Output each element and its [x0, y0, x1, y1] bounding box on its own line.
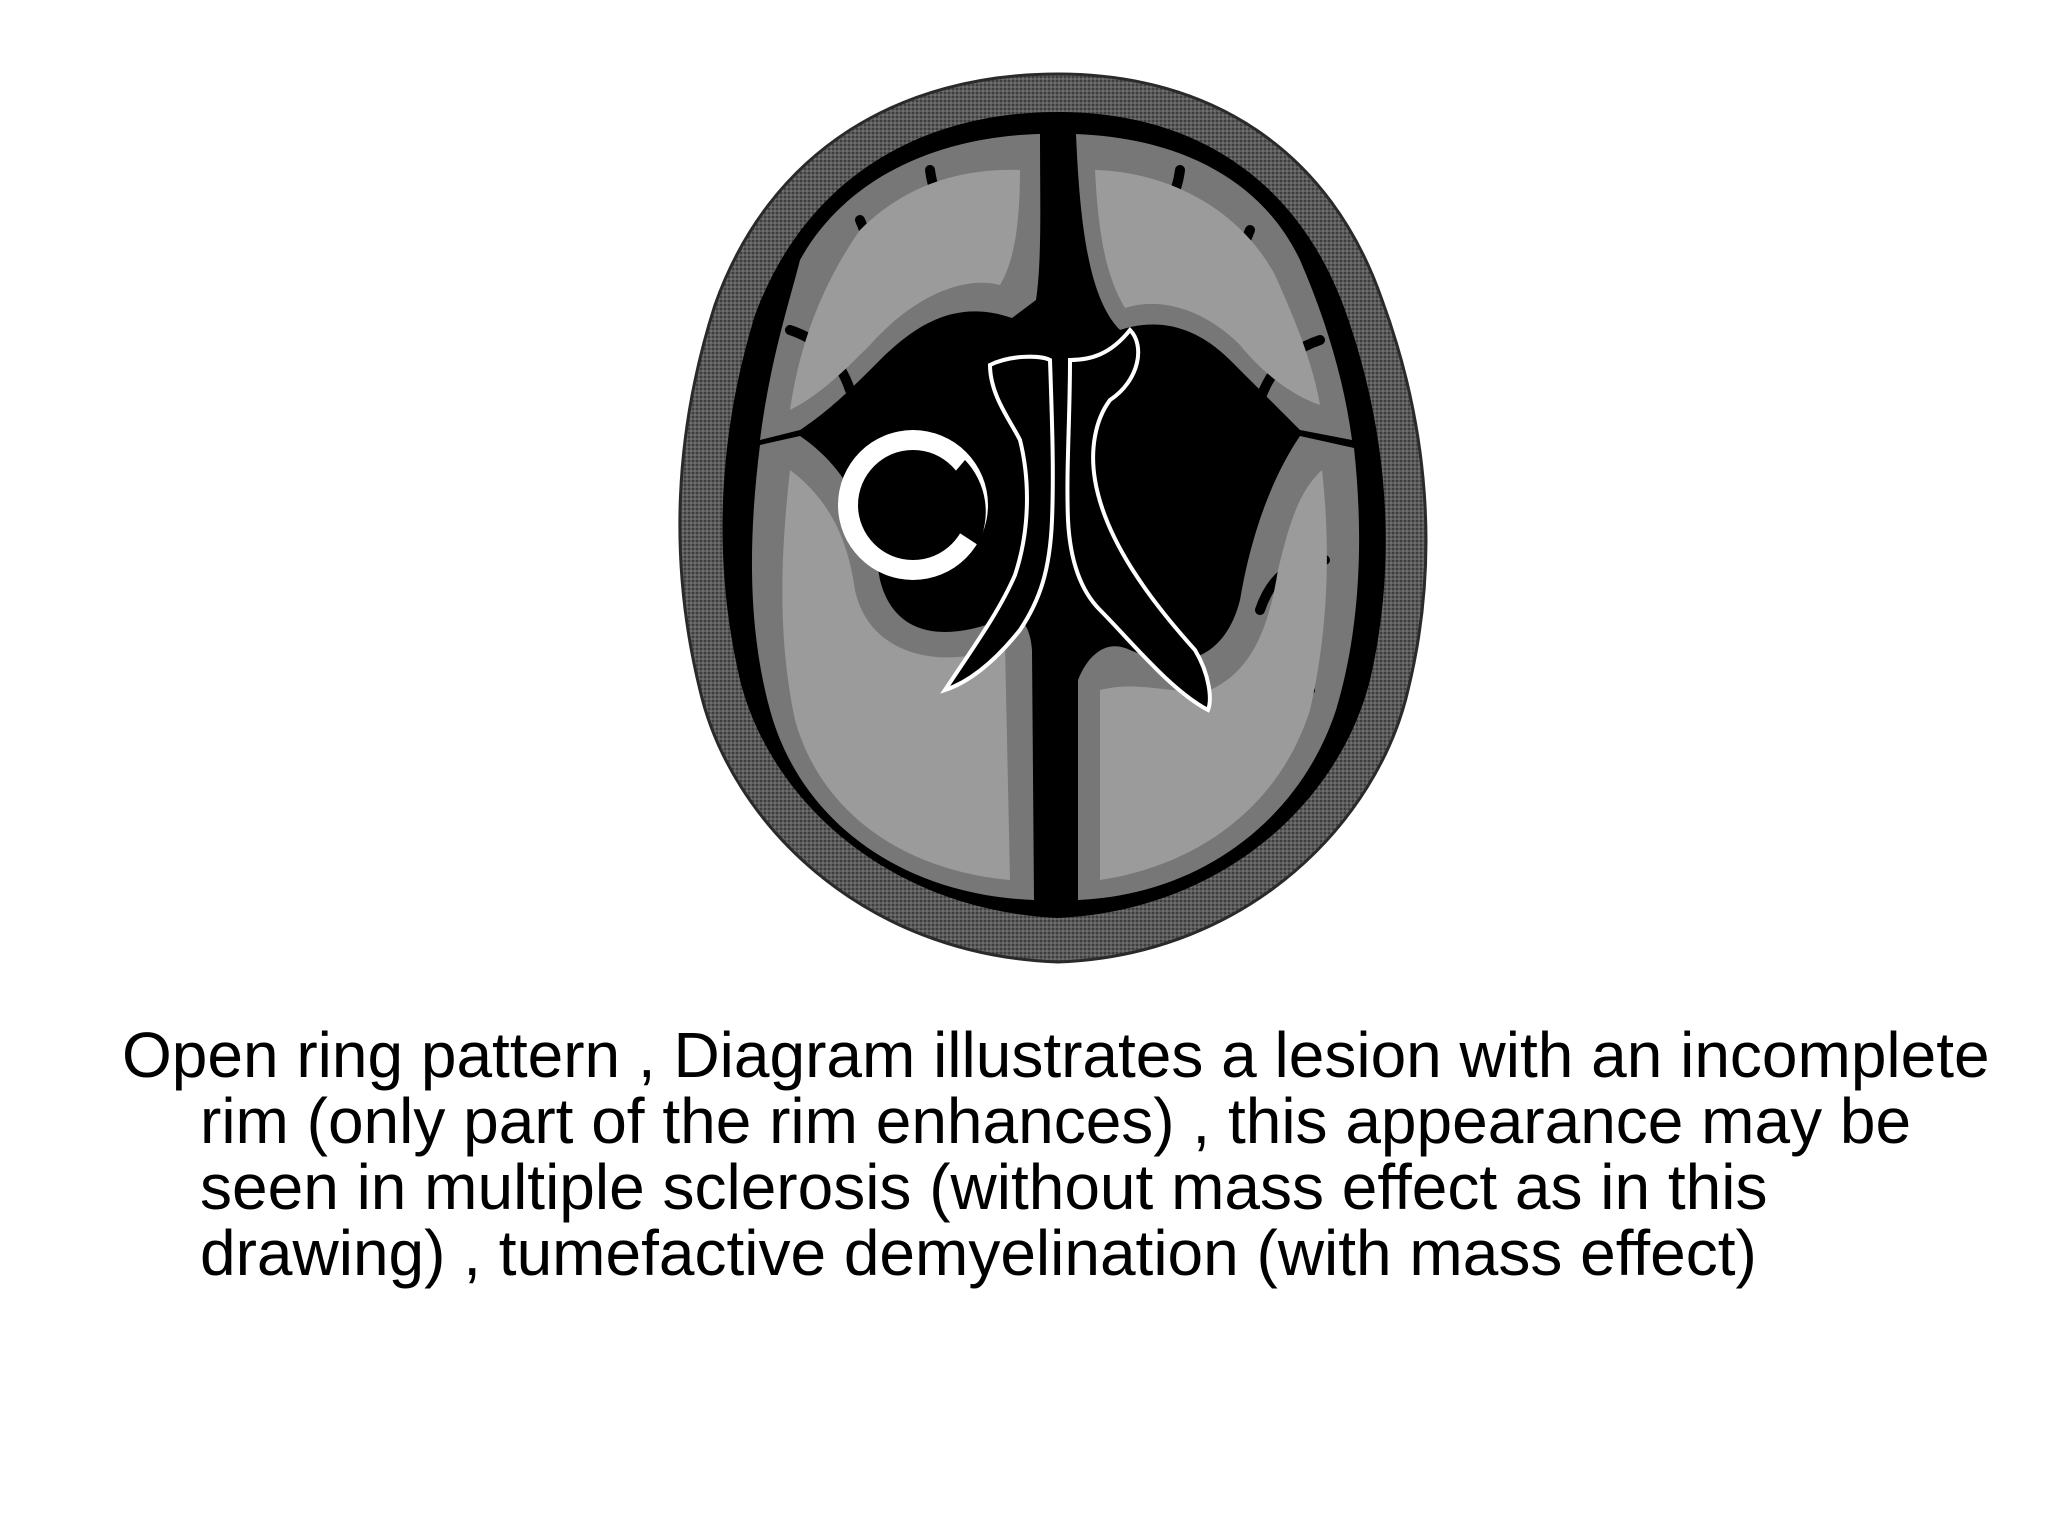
left-white-matter	[790, 169, 1020, 410]
axial-brain-diagram	[678, 72, 1428, 964]
right-white-matter	[1095, 170, 1320, 405]
left-lateral-ventricle	[940, 354, 1055, 694]
right-lateral-ventricle	[1065, 327, 1212, 713]
left-white-matter-lower	[782, 470, 1010, 880]
diagram-caption: Open ring pattern , Diagram illustrates …	[122, 1019, 1990, 1289]
interhemispheric-fissure	[1049, 129, 1065, 311]
right-white-matter-lower	[1100, 470, 1327, 880]
open-ring-lesion-icon	[838, 430, 988, 580]
